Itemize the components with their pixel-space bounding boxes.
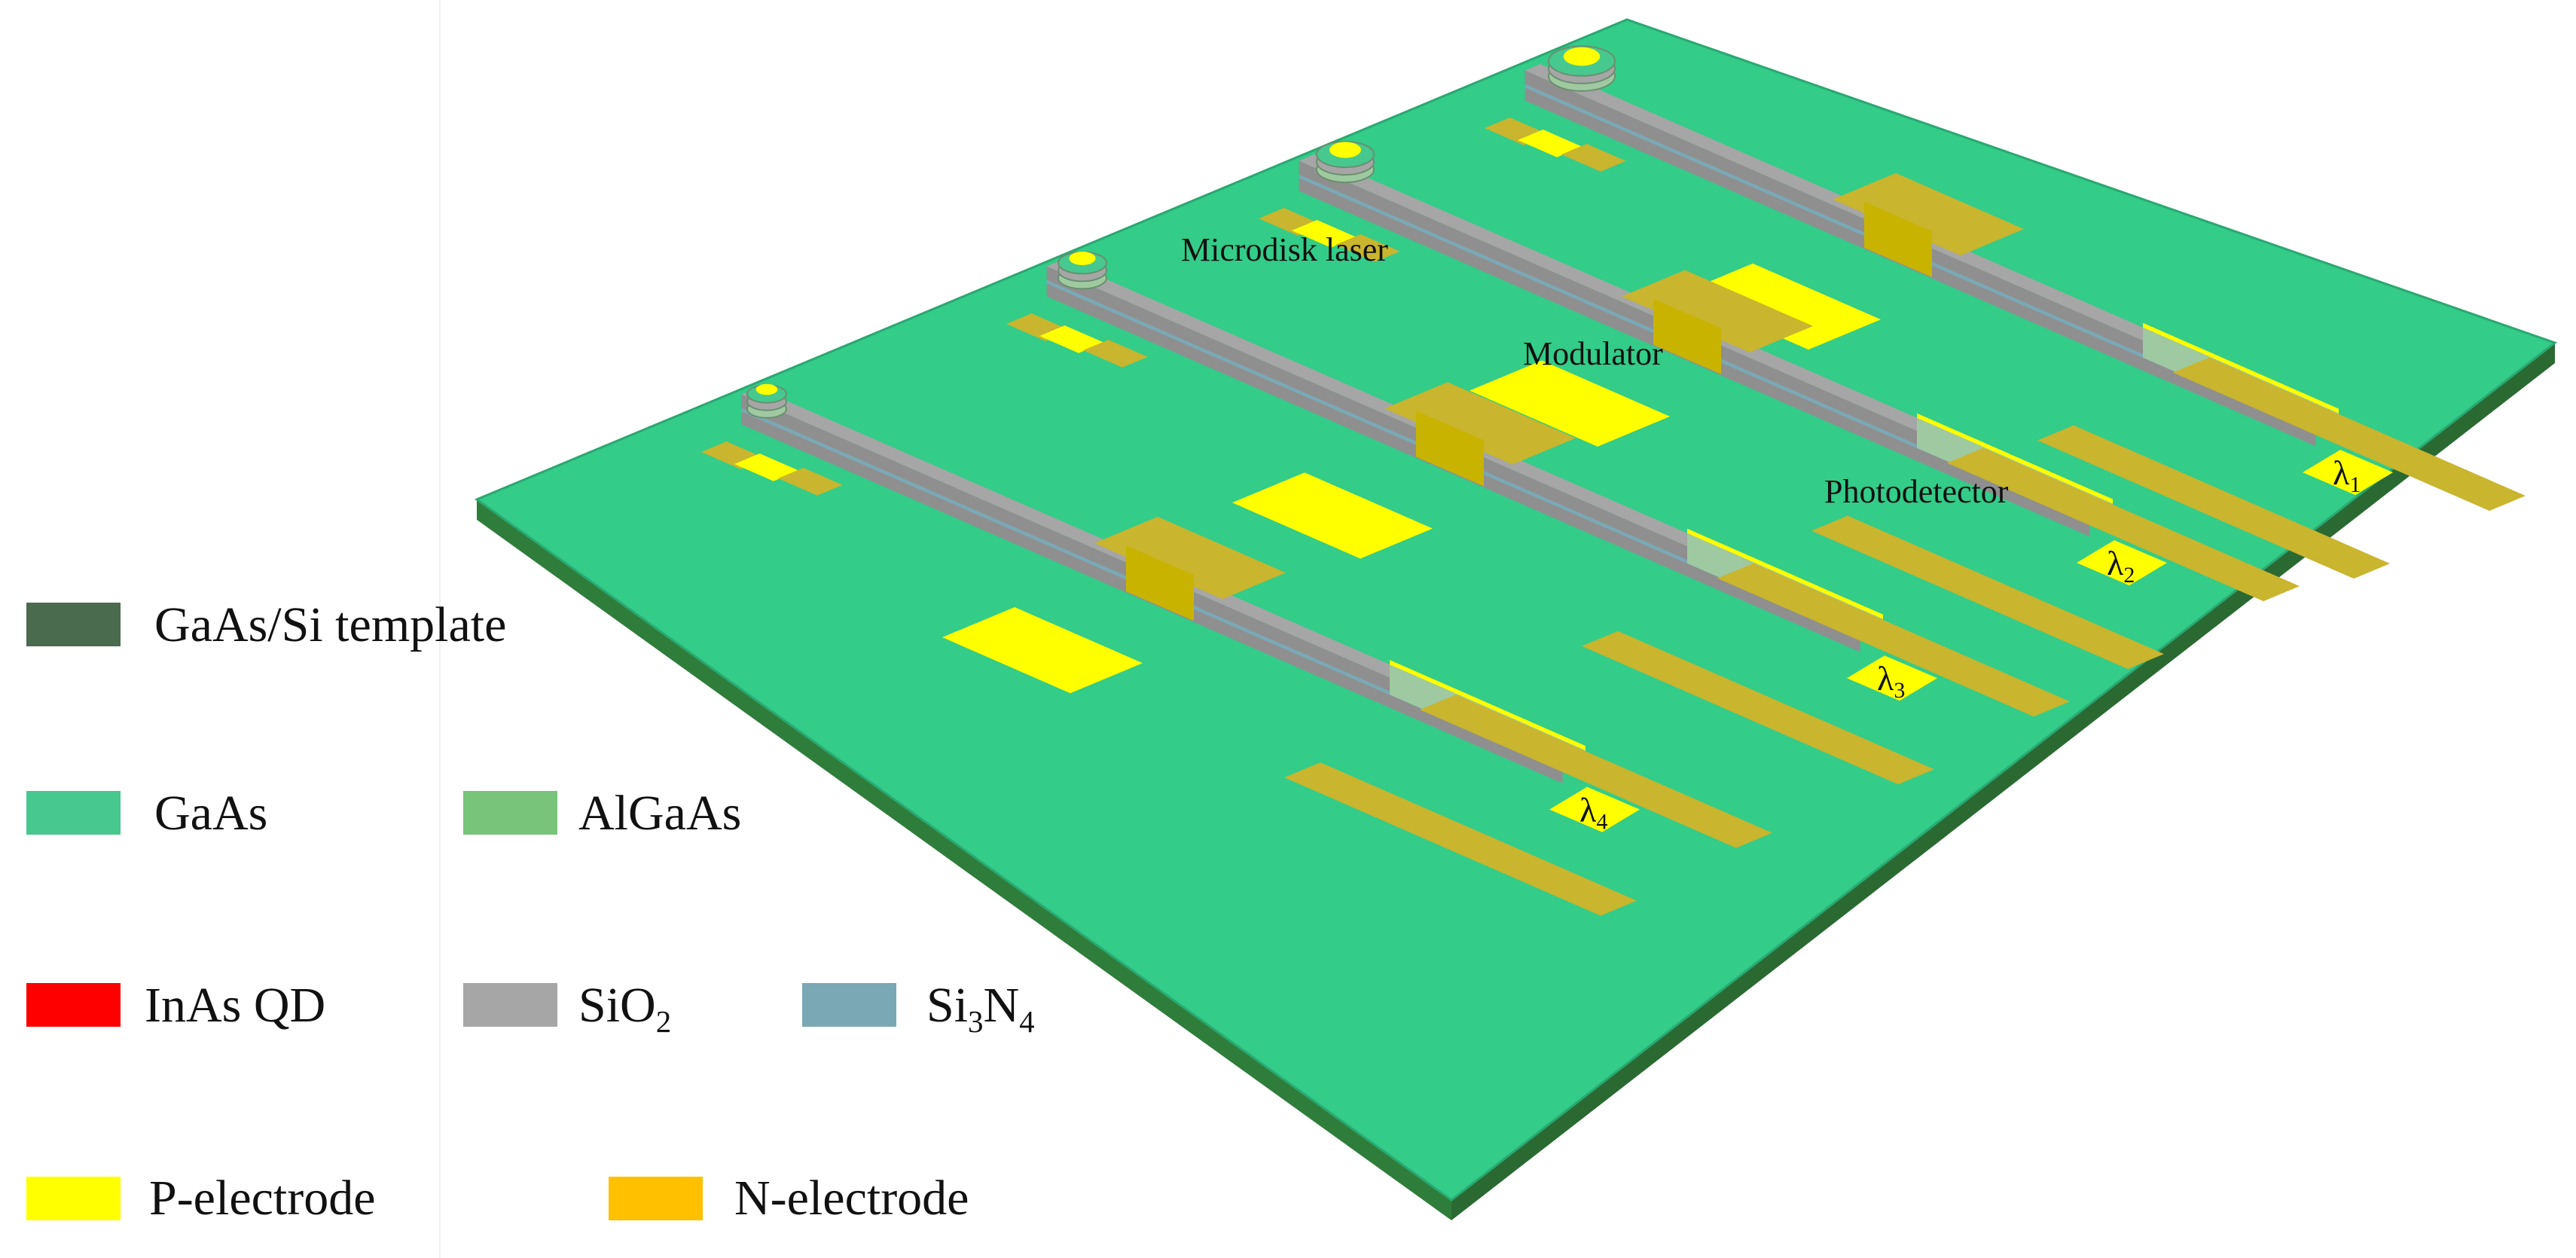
- annotation-layer: Microdisk laser Modulator Photodetector: [1181, 231, 2009, 510]
- photodetector-n-strip-a-4: [1420, 695, 1772, 848]
- modulator-block-2: [1653, 298, 1721, 374]
- legend-swatch-algaas: [463, 791, 557, 835]
- microdisk-p-contact: [755, 383, 778, 395]
- output-pad-3: [1847, 655, 1937, 701]
- legend-divider: [439, 0, 441, 1258]
- legend-swatch-inas-qd: [26, 983, 121, 1027]
- microdisk-p-contact: [1563, 47, 1601, 66]
- microdisk-p-contact: [1329, 142, 1361, 158]
- lambda-index: 1: [2349, 472, 2361, 497]
- laser-n-pad-b-2: [1335, 234, 1400, 262]
- microdisk-laser-label: Microdisk laser: [1181, 231, 1388, 268]
- board-top-surface: [474, 18, 2558, 1202]
- lambda-symbol: λ: [1579, 791, 1597, 829]
- modulator-block-1: [1864, 201, 1932, 277]
- legend-swatch-n-electrode: [609, 1177, 703, 1220]
- lambda-symbol: λ: [1877, 659, 1894, 698]
- laser-n-pad-b-4: [778, 468, 843, 496]
- legend-label-inas-qd: InAs QD: [145, 978, 326, 1033]
- lambda-index: 2: [2123, 563, 2135, 588]
- modulator-n-pad-4: [1094, 517, 1286, 600]
- laser-p-pad-2: [1292, 220, 1357, 248]
- modulator-p-pad-1: [1680, 263, 1881, 350]
- modulator-block-4: [1126, 545, 1194, 621]
- microdisk-laser-4: [746, 383, 787, 419]
- microdisk-p-contact: [1069, 252, 1096, 265]
- photodetector-p-strip-4: [1390, 660, 1586, 751]
- legend-label-gaas-si-template: GaAs/Si template: [154, 597, 507, 652]
- photodetector-n-strip-b-4: [1284, 762, 1637, 916]
- channel-label-4: λ4: [1579, 791, 1607, 835]
- photodetector-n-strip-a-2: [1947, 447, 2300, 602]
- legend-label-p-electrode: P-electrode: [149, 1171, 376, 1226]
- microdisk-laser-2: [1316, 140, 1375, 184]
- legend-label-algaas: AlGaAs: [578, 786, 742, 841]
- modulator-p-pad-3: [1232, 472, 1433, 559]
- output-pad-1: [2303, 450, 2393, 496]
- board-side-front: [477, 499, 1451, 1220]
- microdisk-laser-1: [1548, 45, 1616, 92]
- lambda-symbol: λ: [2333, 453, 2350, 492]
- photodetector-p-strip-3: [1687, 528, 1883, 619]
- photodetector-label: Photodetector: [1824, 473, 2009, 510]
- photodetector-n-strip-b-3: [1582, 631, 1934, 785]
- legend-swatch-p-electrode: [26, 1177, 121, 1220]
- laser-p-pad-4: [734, 453, 799, 481]
- laser-p-pad-1: [1518, 130, 1583, 157]
- microdisk-laser-3: [1058, 251, 1107, 290]
- legend-label-si3n4: Si3N4: [926, 978, 1035, 1040]
- output-pad-4: [1549, 786, 1640, 832]
- photodetector-n-strip-a-3: [1717, 563, 2070, 717]
- modulator-block-3: [1416, 411, 1484, 487]
- modulator-n-pad-1: [1833, 173, 2024, 256]
- modulator-n-pad-3: [1384, 382, 1576, 465]
- photodetector-n-strip-b-1: [2037, 425, 2390, 579]
- board-side-right: [1451, 343, 2555, 1220]
- lambda-symbol: λ: [2107, 544, 2124, 582]
- channel-label-3: λ3: [1877, 659, 1905, 703]
- legend-label-n-electrode: N-electrode: [734, 1171, 969, 1226]
- laser-p-pad-3: [1039, 325, 1104, 353]
- photodetector-n-strip-a-1: [2173, 357, 2526, 511]
- modulator-p-pad-4: [942, 607, 1143, 694]
- output-pad-2: [2077, 540, 2167, 586]
- gaas-si-board: [474, 18, 2558, 1220]
- photodetector-n-strip-b-2: [1811, 515, 2164, 670]
- modulator-label: Modulator: [1523, 335, 1663, 372]
- lambda-index: 3: [1894, 678, 1905, 703]
- legend-swatch-gaas-si-template: [26, 603, 121, 646]
- legend-label-gaas: GaAs: [154, 786, 268, 841]
- laser-n-pad-b-3: [1083, 340, 1148, 368]
- modulator-p-pad-2: [1470, 360, 1670, 447]
- channel-label-1: λ1: [2333, 453, 2361, 497]
- photodetector-p-strip-1: [2143, 322, 2339, 414]
- channel-label-2: λ2: [2107, 544, 2135, 588]
- legend-label-sio2: SiO2: [578, 978, 672, 1040]
- legend-swatch-si3n4: [802, 983, 896, 1027]
- legend-swatch-sio2: [463, 983, 557, 1027]
- lambda-index: 4: [1596, 810, 1607, 835]
- legend-swatch-gaas: [26, 791, 121, 835]
- modulator-n-pad-2: [1622, 270, 1813, 353]
- photodetector-p-strip-2: [1917, 413, 2113, 504]
- laser-n-pad-b-1: [1561, 144, 1626, 172]
